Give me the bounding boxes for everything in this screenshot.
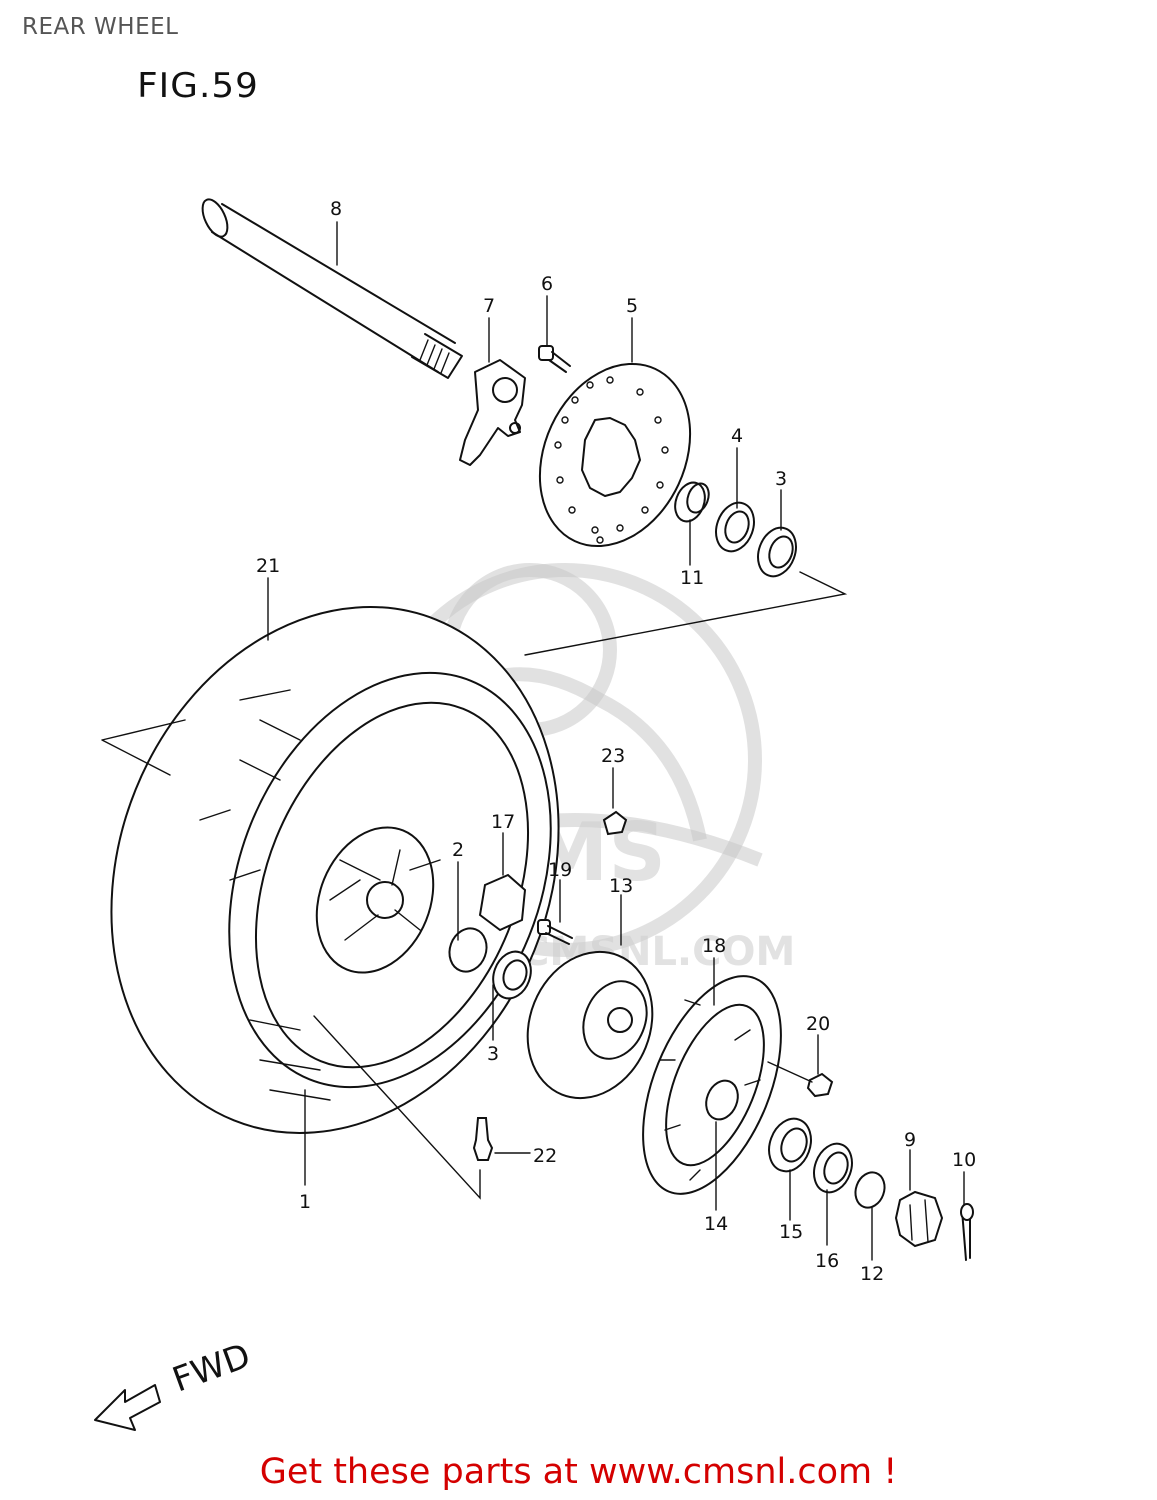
footer-shop-link[interactable]: Get these parts at www.cmsnl.com ! — [259, 1452, 898, 1492]
callout-11: 11 — [680, 567, 704, 589]
callout-3b: 3 — [487, 1043, 499, 1065]
callout-6: 6 — [541, 273, 553, 295]
callout-21: 21 — [256, 555, 280, 577]
drum-bearing-part — [768, 1117, 812, 1173]
callout-4: 4 — [731, 425, 743, 447]
drum-seal-part — [813, 1142, 853, 1194]
brake-disc-part — [538, 362, 692, 548]
callout-12: 12 — [860, 1263, 884, 1285]
callout-labels: 8 6 7 5 4 3 11 21 23 17 2 19 13 18 20 3 … — [256, 198, 976, 1285]
fwd-label: FWD — [167, 1336, 255, 1401]
callout-22: 22 — [533, 1145, 557, 1167]
valve-part — [472, 1117, 494, 1161]
chain-adjuster-part — [459, 359, 526, 466]
callout-9: 9 — [904, 1129, 916, 1151]
callout-18: 18 — [702, 935, 726, 957]
bearing-part — [757, 526, 797, 578]
callout-10: 10 — [952, 1149, 976, 1171]
rear-wheel-part — [101, 606, 560, 1134]
callout-16: 16 — [815, 1250, 839, 1272]
sprocket-nut-part — [767, 1061, 834, 1098]
cotter-pin-part — [960, 1203, 974, 1261]
callout-3a: 3 — [775, 468, 787, 490]
drum-collar-part — [854, 1171, 886, 1209]
wheel-bearing-part — [492, 950, 532, 1000]
axle-part — [201, 198, 463, 379]
callout-20: 20 — [806, 1013, 830, 1035]
callout-2: 2 — [452, 839, 464, 861]
callout-17: 17 — [491, 811, 515, 833]
forward-direction-arrow: FWD — [94, 1336, 256, 1431]
callout-8: 8 — [330, 198, 342, 220]
axle-nut-part — [894, 1190, 944, 1248]
collar-part — [674, 481, 710, 523]
oil-seal-part — [715, 501, 755, 553]
figure-label: FIG.59 — [137, 66, 259, 106]
sprocket-bolt-part — [537, 919, 573, 945]
callout-13: 13 — [609, 875, 633, 897]
sprocket-part — [642, 975, 782, 1195]
callout-19: 19 — [548, 859, 572, 881]
disc-bolt-part — [538, 345, 571, 373]
callout-14: 14 — [704, 1213, 728, 1235]
sprocket-drum-part — [526, 950, 654, 1100]
callout-5: 5 — [626, 295, 638, 317]
callout-23: 23 — [601, 745, 625, 767]
nut-part — [602, 810, 628, 836]
cush-rubber-part — [478, 873, 527, 932]
callout-7: 7 — [483, 295, 495, 317]
wheel-spacer-part — [448, 927, 488, 973]
leader-lines — [267, 221, 965, 1261]
callout-15: 15 — [779, 1221, 803, 1243]
callout-1: 1 — [299, 1191, 311, 1213]
page-title: REAR WHEEL — [22, 14, 179, 40]
assembly-guide-line — [524, 571, 848, 656]
